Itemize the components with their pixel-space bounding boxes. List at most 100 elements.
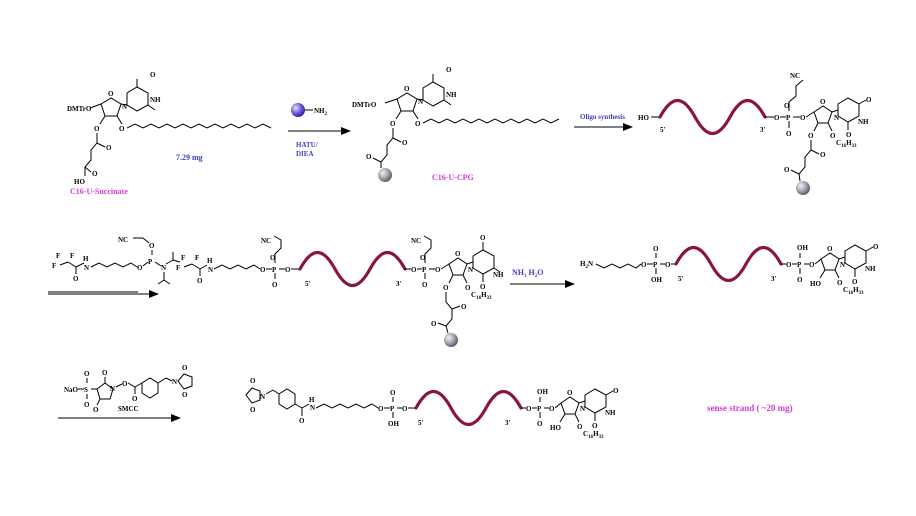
o-label: O xyxy=(106,144,112,152)
phosphoramidite-reagent: F F F O H N O P O NC N xyxy=(52,236,181,285)
o-label: O xyxy=(537,420,543,428)
n-label: N xyxy=(122,103,127,111)
ho-label: HO xyxy=(74,178,85,186)
p-label: P xyxy=(148,258,153,266)
f-label: F xyxy=(52,262,56,270)
o-ring-label: O xyxy=(108,90,114,98)
c16h33-label: C16H33 xyxy=(583,430,604,440)
oh-label: OH xyxy=(797,244,808,252)
h-label: H xyxy=(207,257,213,265)
o-label: O xyxy=(197,277,203,285)
nc-label: NC xyxy=(790,72,800,80)
o-label: O xyxy=(366,153,372,161)
o-ring-label: O xyxy=(820,98,826,106)
o-label: O xyxy=(150,71,156,79)
p-label: P xyxy=(390,405,395,413)
o-label: O xyxy=(92,170,98,178)
o-label: O xyxy=(285,266,291,274)
p-label: P xyxy=(797,261,802,269)
h-label: H xyxy=(83,255,89,263)
o-label: O xyxy=(830,132,836,140)
o-ring-label: O xyxy=(827,245,833,253)
o-label: O xyxy=(837,279,843,287)
o-label: O xyxy=(73,275,79,283)
purple-bead-icon xyxy=(291,103,305,117)
o-label: O xyxy=(411,266,417,274)
oligo-helix-icon xyxy=(298,250,407,288)
f-label: F xyxy=(195,254,199,262)
nh-label: NH xyxy=(858,118,869,126)
n-label: N xyxy=(260,393,265,401)
o-label: O xyxy=(852,278,858,286)
o-label: O xyxy=(641,261,647,269)
n-label: N xyxy=(172,378,177,386)
o-label: O xyxy=(94,125,100,133)
o-label: O xyxy=(431,320,437,328)
o-label: O xyxy=(461,303,467,311)
o-label: O xyxy=(182,364,188,372)
maleimide-oligo-structure: O O N O H N O P O OH O 5' 3' O P OH O xyxy=(245,377,619,440)
o-label: O xyxy=(613,387,619,395)
o-label: O xyxy=(808,132,814,140)
smcc-reagent: NaO S O O O O N O O N O O xyxy=(64,364,193,414)
p-label: P xyxy=(537,405,542,413)
o-label: O xyxy=(446,66,452,74)
o-label: O xyxy=(415,120,421,128)
oh-label: OH xyxy=(651,276,662,284)
o-label: O xyxy=(149,242,155,250)
o-label: O xyxy=(119,125,125,133)
cpg-bead-icon xyxy=(444,333,458,347)
o-label: O xyxy=(526,405,532,413)
o-ring-label: O xyxy=(455,250,461,258)
o-label: O xyxy=(800,114,806,122)
o-label: O xyxy=(774,114,780,122)
hatu-label: HATU/ xyxy=(296,141,319,149)
oligo-cpg-structure: HO 5' 3' O P O O NC O O O O NH N O C16H3… xyxy=(638,72,872,195)
oligo-helix-icon xyxy=(414,389,523,427)
o-label: O xyxy=(270,254,276,262)
o-label: O xyxy=(84,370,90,378)
o-label: O xyxy=(846,131,852,139)
five-prime-label: 5' xyxy=(678,275,684,283)
o-label: O xyxy=(390,120,396,128)
o-label: O xyxy=(786,261,792,269)
f-label: F xyxy=(181,254,185,262)
f-label: F xyxy=(70,252,74,260)
five-prime-label: 5' xyxy=(660,126,666,134)
nh-label: NH xyxy=(605,409,616,417)
n-label: N xyxy=(418,98,423,106)
o-label: O xyxy=(422,281,428,289)
o-label: O xyxy=(299,417,305,425)
n-label: N xyxy=(580,405,585,413)
o-label: O xyxy=(84,401,90,409)
o-label: O xyxy=(132,395,138,403)
o-label: O xyxy=(465,284,471,292)
o-label: O xyxy=(873,243,879,251)
c16-u-succinate-label: C16-U-Succinate xyxy=(70,187,128,196)
five-prime-label: 5' xyxy=(418,419,424,427)
c16-u-cpg-label: C16-U-CPG xyxy=(432,173,474,182)
ammonia-water-label: NH3 H2O xyxy=(512,268,543,279)
oligo-synthesis-label: Oligo synthesis xyxy=(580,113,625,121)
three-prime-label: 3' xyxy=(771,275,777,283)
nh2-label: NH2 xyxy=(314,107,328,117)
o-label: O xyxy=(102,369,108,377)
n-label: N xyxy=(208,266,213,274)
dmtro-label: DMTrO xyxy=(352,101,377,109)
c16h33-label: C16H33 xyxy=(843,286,864,296)
o-label: O xyxy=(592,422,598,430)
p-label: P xyxy=(786,114,791,122)
o-label: O xyxy=(809,261,815,269)
o-label: O xyxy=(122,380,128,388)
cpg-bead-icon xyxy=(796,181,810,195)
p-label: P xyxy=(422,266,427,274)
nc-label: NC xyxy=(411,237,421,245)
o-label: O xyxy=(820,151,826,159)
sense-strand-label: sense strand ( ~20 mg) xyxy=(707,403,793,413)
mass-label: 7.29 mg xyxy=(176,153,203,162)
o-label: O xyxy=(93,406,99,414)
o-label: O xyxy=(549,405,555,413)
nh-label: NH xyxy=(446,91,457,99)
three-prime-label: 3' xyxy=(396,280,402,288)
